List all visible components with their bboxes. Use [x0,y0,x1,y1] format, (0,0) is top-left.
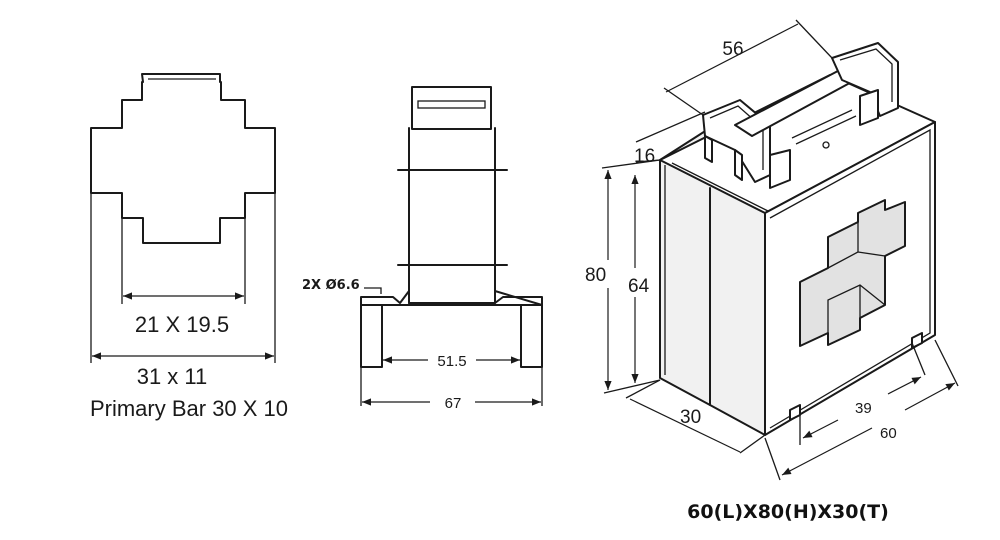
clip-slot [417,100,486,109]
size-summary: 60(L)X80(H)X30(T) [687,501,889,523]
top-face-bevel [671,162,771,213]
base-width-label: 67 [445,395,462,412]
hole-leader [364,287,382,294]
flange-top [360,290,543,306]
foot-right [911,332,923,349]
dim-60-left [781,427,873,476]
dim-60-right [904,382,956,411]
ext-60-right [934,339,959,387]
ext-56-right [795,19,833,59]
base-right-leg [520,304,543,368]
iso-view: 56 16 80 64 30 39 60 [585,19,959,481]
clip-left-leg-a [704,135,713,163]
dim-39-right [887,376,922,395]
side-view: 2X Ø6.6 51.5 67 [302,86,543,412]
ext-80-bottom [603,379,661,394]
body-height-label: 64 [628,276,650,297]
screw-hole [822,141,830,149]
dim-30 [629,398,741,453]
window-inner-edges [827,222,886,333]
ext-30-right [739,434,766,454]
ext-16-top [635,111,706,143]
clip-height-label: 16 [634,146,655,167]
window-width-label: 39 [855,400,872,417]
clip-right-inner [839,48,893,102]
length-label: 60 [880,425,897,442]
thickness-label: 30 [680,407,701,428]
clip-mid-block [769,149,791,189]
front-face-bevel [769,128,931,429]
ext-60-left [764,437,781,481]
ext-56-left [663,87,704,116]
top-width-label: 56 [722,39,743,60]
front-view: 21 X 19.5 31 x 11 Primary Bar 30 X 10 [90,73,288,421]
top-slot [791,109,857,145]
hole-spec-label: 2X Ø6.6 [302,278,360,293]
ext-80-top [601,159,661,169]
inner-dimension-label: 21 X 19.5 [135,312,229,337]
ext-39-right [911,342,926,376]
clip-left-leg-b [734,149,743,181]
total-height-label: 80 [585,265,606,286]
side-body-edges [408,127,496,304]
clip-right-block [831,42,899,117]
window-outline [90,73,276,244]
base-left-leg [360,299,383,368]
primary-bar-label: Primary Bar 30 X 10 [90,396,288,421]
outer-dimension-label: 31 x 11 [137,364,208,389]
dim-39-left [802,419,839,439]
slot-span-label: 51.5 [437,353,466,370]
clip-right-leg [859,89,879,126]
dim-56 [665,23,799,93]
ext-30-left [625,379,661,399]
